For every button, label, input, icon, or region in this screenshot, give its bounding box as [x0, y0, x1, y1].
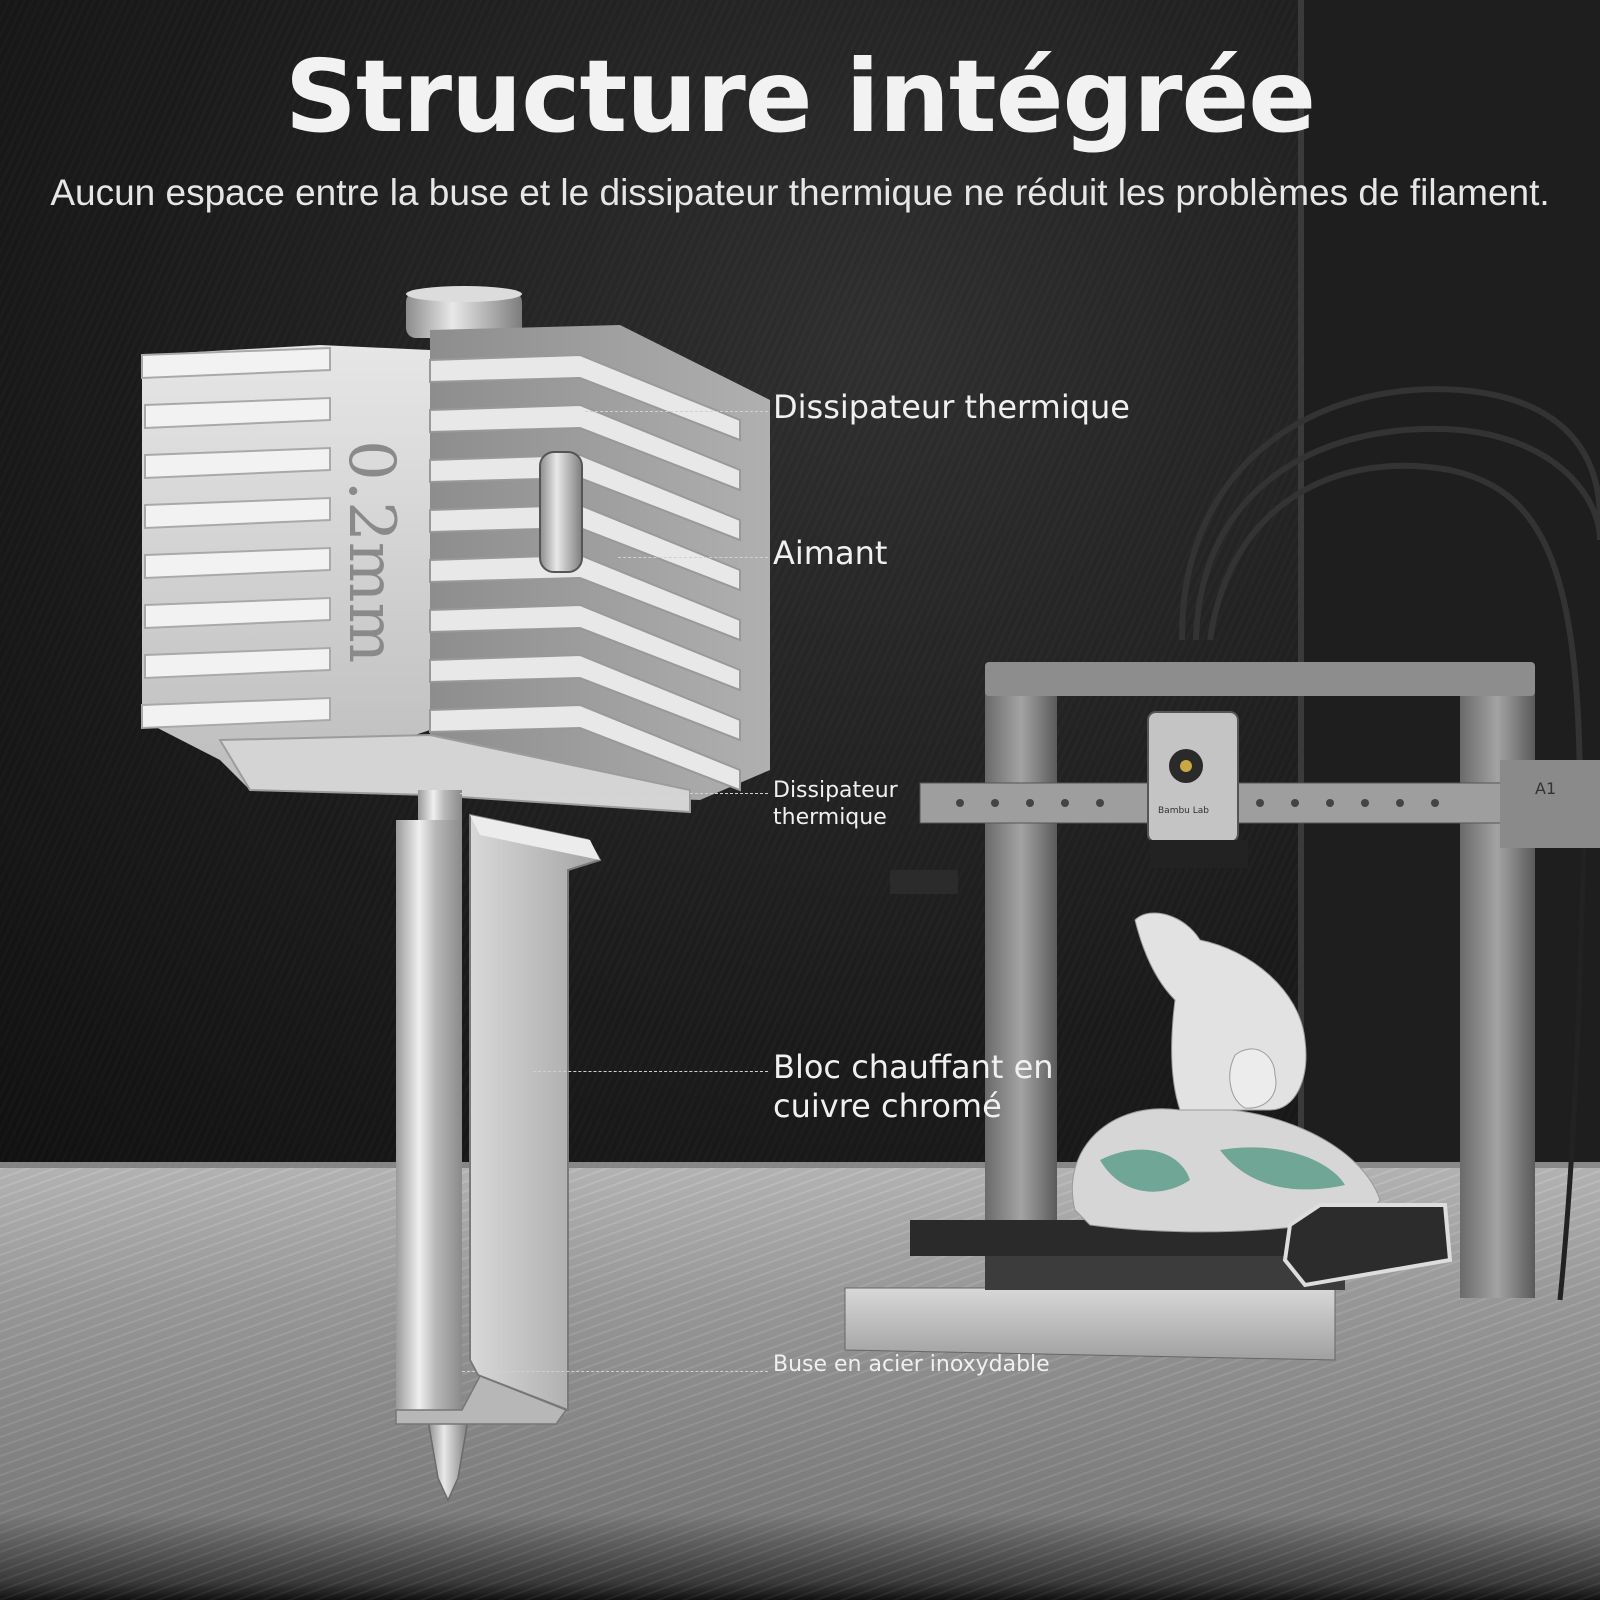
touchscreen: [1282, 1203, 1453, 1288]
polar-bear-cub: [1229, 1048, 1277, 1109]
filament-tubes: [1178, 386, 1600, 801]
leader-line-heatsink: [585, 411, 768, 412]
callout-magnet: Aimant: [773, 534, 888, 572]
engraving-text: 0.2mm: [334, 440, 408, 663]
magnet: [539, 451, 583, 573]
callout-heatsink: Dissipateur thermique: [773, 388, 1130, 426]
heat-break-shaft: [418, 790, 462, 820]
heater-block-top: [470, 815, 600, 860]
callout-heater-block: Bloc chauffant en cuivre chromé: [773, 1048, 1054, 1125]
heatsink-fins-left: [141, 346, 331, 730]
ice-teal-2: [1220, 1147, 1345, 1190]
leader-line-heatsink-2: [460, 793, 768, 794]
leader-line-heater-block: [533, 1071, 768, 1072]
left-upright: [985, 668, 1057, 1228]
callout-heatsink-2: Dissipateur thermique: [773, 778, 898, 830]
top-beam: [985, 662, 1535, 696]
nozzle-flange: [395, 1375, 568, 1425]
top-cylinder-cap: [406, 286, 522, 302]
ice-floe: [1071, 1108, 1381, 1233]
toolhead-bottom: [1150, 840, 1248, 868]
polar-bear: [1134, 912, 1307, 1111]
power-cable: [1557, 799, 1588, 1301]
nozzle-shaft: [396, 820, 462, 1420]
gantry-screws: [956, 799, 1439, 807]
leader-line-magnet: [618, 557, 768, 558]
heatsink-fins-right: [429, 353, 741, 792]
callout-nozzle: Buse en acier inoxydable: [773, 1352, 1050, 1377]
top-cylinder: [406, 292, 522, 338]
model-label: A1: [1535, 779, 1556, 798]
page-subtitle: Aucun espace entre la buse et le dissipa…: [50, 172, 1550, 213]
toolhead-brand: Bambu Lab: [1158, 806, 1209, 816]
ice-teal-1: [1100, 1149, 1190, 1192]
gantry-end-cap: [1500, 760, 1600, 848]
wall-pillar: [1298, 0, 1600, 1170]
camera-module: [890, 870, 958, 894]
toolhead-fan-center: [1180, 760, 1192, 772]
printer-base: [844, 1287, 1336, 1361]
page-title: Structure intégrée: [284, 38, 1316, 155]
countertop-edge: [0, 1162, 1600, 1172]
leader-line-nozzle: [462, 1371, 768, 1372]
heatsink-base: [218, 733, 691, 814]
